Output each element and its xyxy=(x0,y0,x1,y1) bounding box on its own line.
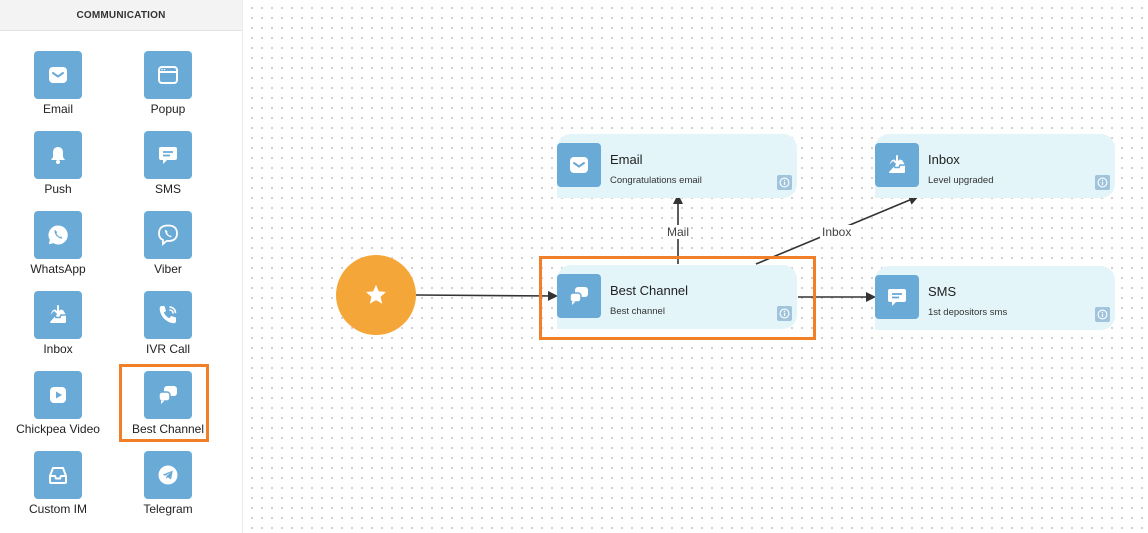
palette-item-label: Inbox xyxy=(43,342,73,356)
inbox-icon xyxy=(34,291,82,339)
palette-item-label: WhatsApp xyxy=(30,262,86,276)
info-icon[interactable] xyxy=(1095,307,1110,322)
node-subtitle: Congratulations email xyxy=(610,175,702,186)
email-icon xyxy=(557,143,601,187)
phone-call-icon xyxy=(144,291,192,339)
chat-bubbles-icon xyxy=(144,371,192,419)
palette-item-label: Popup xyxy=(150,102,186,116)
node-subtitle: 1st depositors sms xyxy=(928,307,1008,318)
bell-icon xyxy=(34,131,82,179)
inbox-icon xyxy=(875,143,919,187)
palette-item-label: IVR Call xyxy=(145,342,190,356)
node-subtitle: Level upgraded xyxy=(928,175,994,186)
palette-item-label: Telegram xyxy=(143,502,193,516)
palette-item-label: Best Channel xyxy=(131,422,205,436)
node-title: Email xyxy=(610,152,643,167)
flow-node-inbox[interactable]: Inbox Level upgraded xyxy=(875,134,1115,198)
node-title: Best Channel xyxy=(610,283,689,298)
palette-item-best-channel[interactable]: Best Channel xyxy=(114,371,214,443)
node-title: Inbox xyxy=(928,152,960,167)
telegram-icon xyxy=(144,451,192,499)
play-icon xyxy=(34,371,82,419)
flow-node-email[interactable]: Email Congratulations email xyxy=(557,134,797,198)
palette-item-label: Email xyxy=(42,102,73,116)
best-channel-highlight-box xyxy=(119,364,209,442)
palette-item-label: Viber xyxy=(154,262,182,276)
node-subtitle: Best channel xyxy=(610,306,665,317)
palette-item-email[interactable]: Email xyxy=(4,51,104,123)
flow-node-best-channel[interactable]: Best Channel Best channel xyxy=(557,265,797,329)
info-icon[interactable] xyxy=(777,306,792,321)
edge-label-inbox: Inbox xyxy=(820,225,854,239)
email-icon xyxy=(34,51,82,99)
edge-start-to-best-channel[interactable] xyxy=(415,290,558,301)
palette-title: COMMUNICATION xyxy=(0,0,242,31)
node-title: SMS xyxy=(928,284,957,299)
palette-item-label: Custom IM xyxy=(28,502,87,516)
popup-window-icon xyxy=(144,51,192,99)
palette-item-ivr-call[interactable]: IVR Call xyxy=(114,291,214,363)
palette-item-sms[interactable]: SMS xyxy=(114,131,214,203)
info-icon[interactable] xyxy=(777,175,792,190)
chat-bubble-icon xyxy=(875,275,919,319)
palette-item-label: Push xyxy=(44,182,72,196)
tray-icon xyxy=(34,451,82,499)
palette-item-custom-im[interactable]: Custom IM xyxy=(4,451,104,523)
edge-label-mail: Mail xyxy=(665,225,692,239)
palette-item-push[interactable]: Push xyxy=(4,131,104,203)
viber-icon xyxy=(144,211,192,259)
palette-item-telegram[interactable]: Telegram xyxy=(114,451,214,523)
flow-node-sms[interactable]: SMS 1st depositors sms xyxy=(875,266,1115,330)
palette-item-chickpea-video[interactable]: Chickpea Video xyxy=(4,371,104,443)
start-node[interactable] xyxy=(336,255,416,335)
palette-item-label: Chickpea Video xyxy=(16,422,100,436)
chat-bubble-icon xyxy=(144,131,192,179)
palette-item-label: SMS xyxy=(154,182,181,196)
palette-item-whatsapp[interactable]: WhatsApp xyxy=(4,211,104,283)
info-icon[interactable] xyxy=(1095,175,1110,190)
palette-item-viber[interactable]: Viber xyxy=(114,211,214,283)
palette-item-inbox[interactable]: Inbox xyxy=(4,291,104,363)
palette-item-popup[interactable]: Popup xyxy=(114,51,214,123)
communication-palette: COMMUNICATION Email Popup Push SMS Whats… xyxy=(0,0,243,533)
star-icon xyxy=(366,284,386,304)
chat-bubbles-icon xyxy=(557,274,601,318)
whatsapp-icon xyxy=(34,211,82,259)
